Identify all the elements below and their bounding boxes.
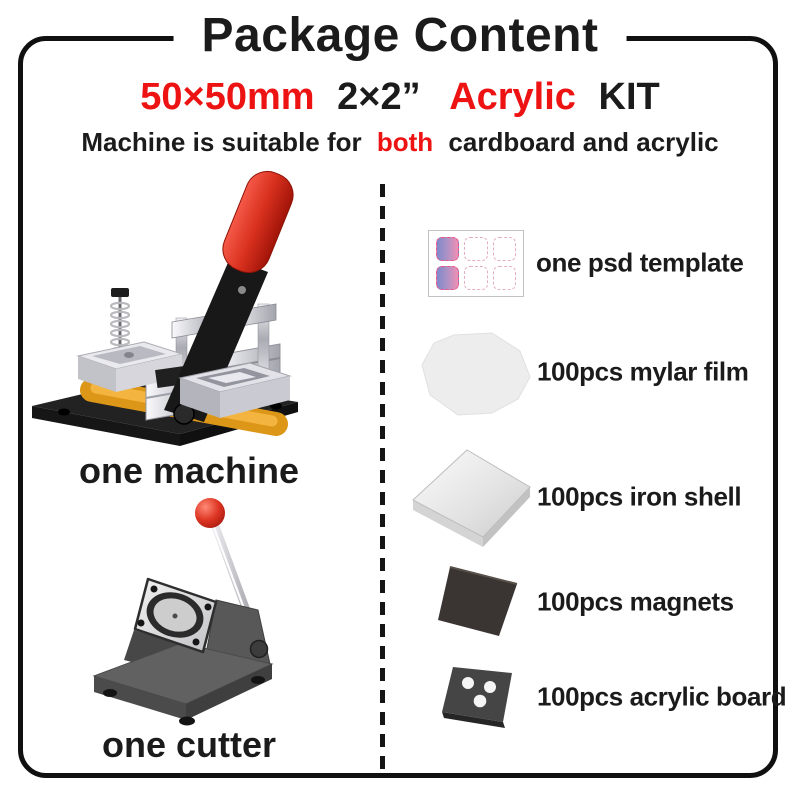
magnets-icon (438, 566, 518, 636)
kit-word: KIT (598, 76, 660, 118)
tagline-highlight: both (376, 127, 434, 157)
psd-cell (464, 266, 488, 290)
item-label-acrylic-board: 100pcs acrylic board (537, 681, 787, 712)
item-label-iron-shell: 100pcs iron shell (537, 481, 742, 512)
item-label-psd-template: one psd template (536, 247, 744, 278)
psd-cell (464, 237, 488, 261)
die-cutter-image (92, 498, 274, 726)
tagline-post: cardboard and acrylic (448, 127, 719, 157)
kit-size-mm: 50×50mm (140, 76, 315, 118)
psd-cell-filled (436, 266, 460, 290)
mylar-film-icon (421, 332, 531, 416)
acrylic-board-icon (442, 667, 512, 728)
iron-shell-icon (412, 449, 531, 547)
page-title: Package Content (173, 4, 627, 68)
kit-material: Acrylic (449, 76, 576, 118)
item-label-mylar-film: 100pcs mylar film (537, 356, 749, 387)
psd-template-icon (428, 230, 524, 297)
vertical-dashed-divider (380, 184, 385, 772)
item-label-magnets: 100pcs magnets (537, 586, 734, 617)
machine-label: one machine (78, 450, 300, 491)
psd-cell (492, 237, 516, 261)
psd-cell (492, 266, 516, 290)
kit-size-inch: 2×2” (337, 76, 421, 118)
suitability-tagline: Machine is suitable for both cardboard a… (0, 127, 800, 158)
psd-cell-filled (436, 237, 460, 261)
cutter-label: one cutter (101, 724, 277, 765)
tagline-pre: Machine is suitable for (81, 127, 362, 157)
badge-press-machine-image (32, 170, 298, 446)
kit-subtitle: 50×50mm 2×2” Acrylic KIT (0, 76, 800, 119)
